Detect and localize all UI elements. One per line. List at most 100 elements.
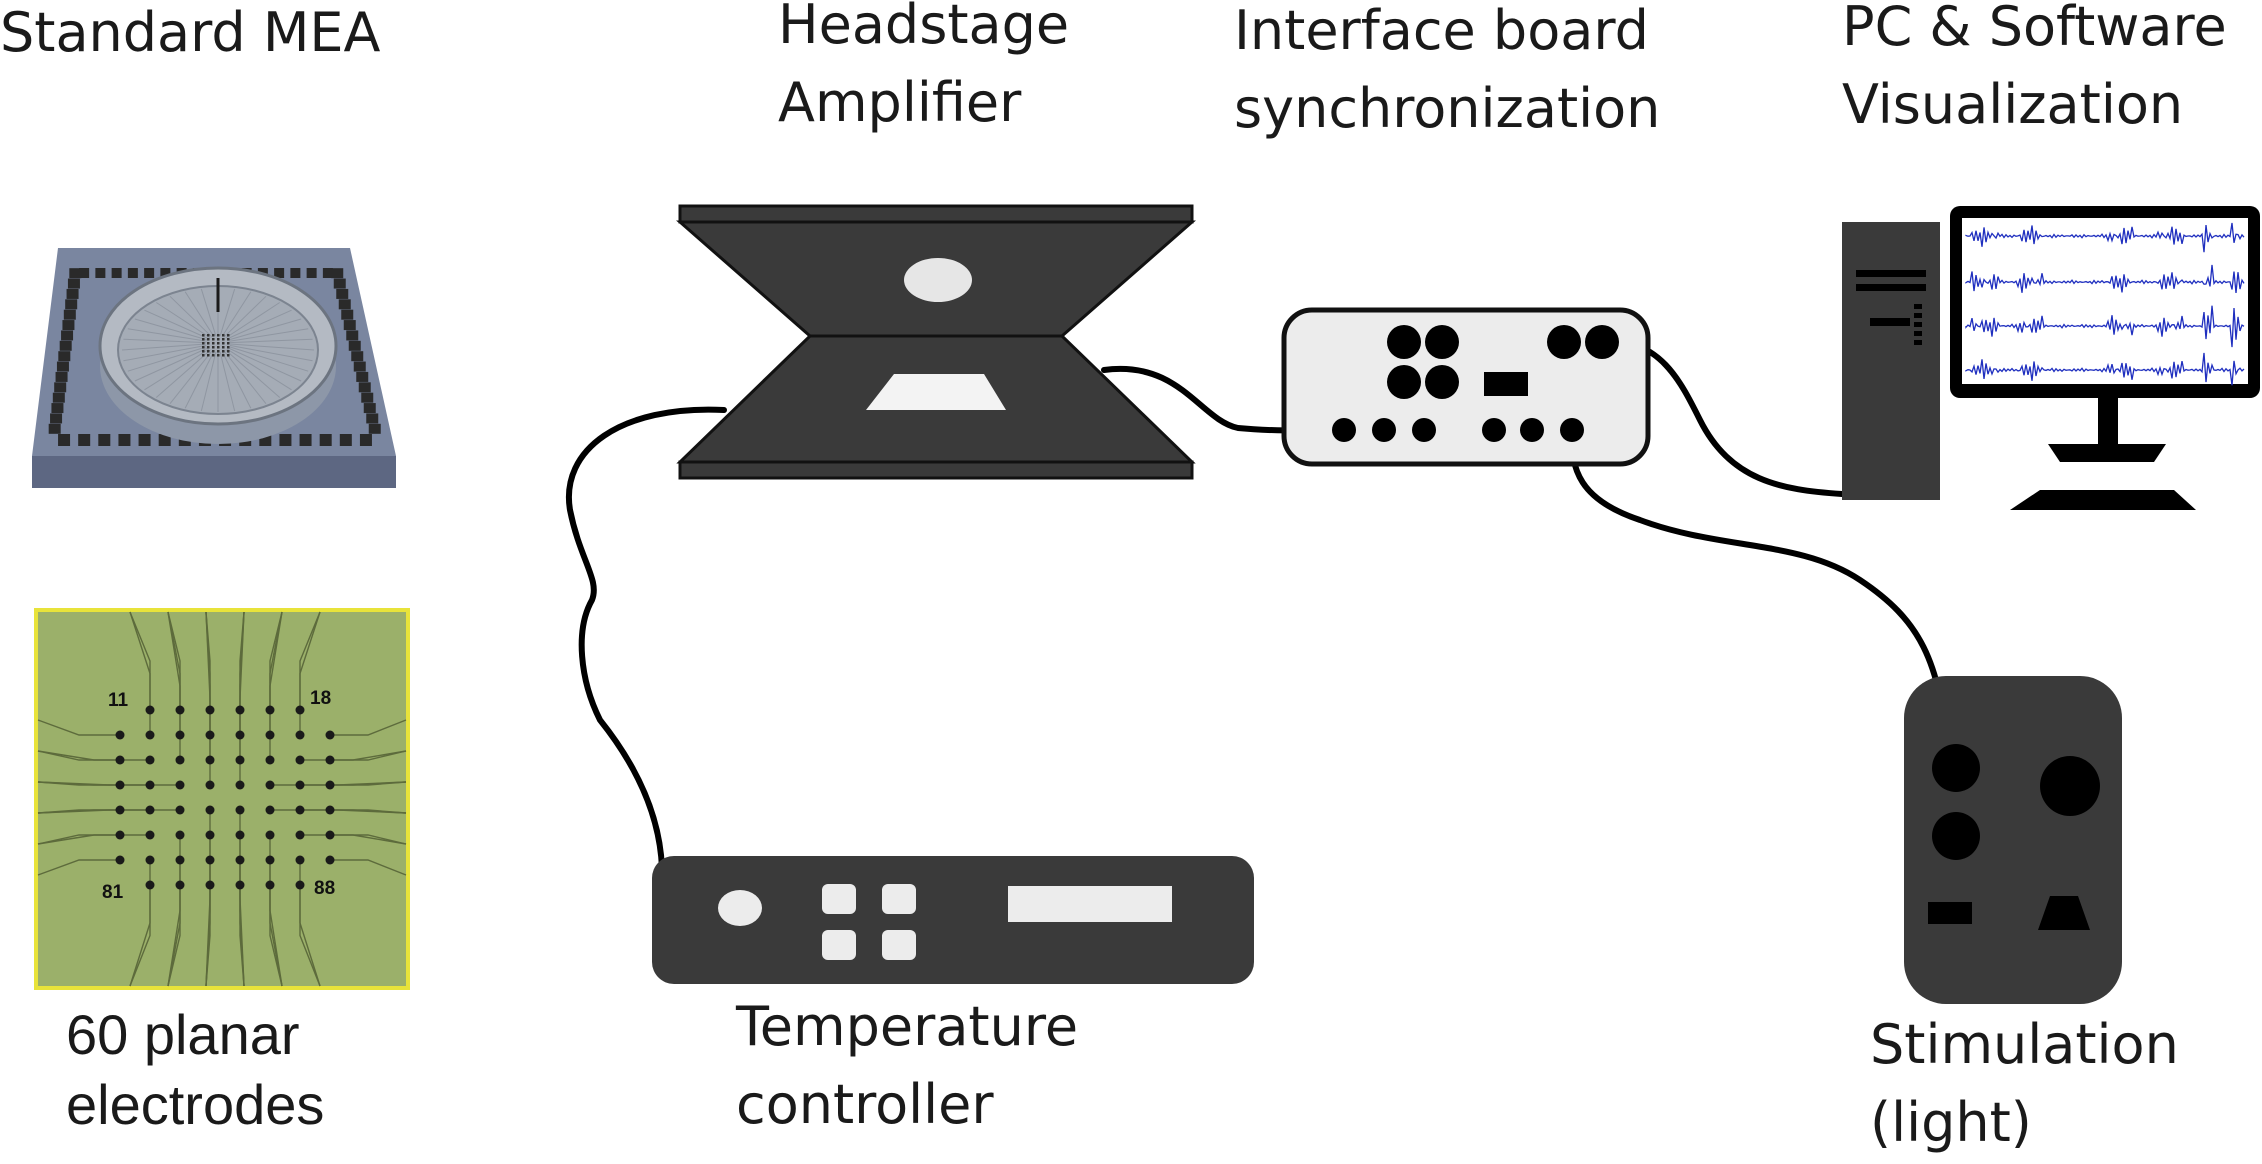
electrode: [145, 730, 155, 740]
mea-micro-electrode: [212, 350, 215, 353]
mea-contact-pad: [69, 268, 82, 279]
electrode-trace: [129, 885, 151, 987]
electrode-trace: [37, 834, 150, 845]
mea-micro-electrode: [207, 338, 210, 341]
interface-port: [1520, 418, 1544, 442]
electrode: [235, 805, 245, 815]
mea-radial-trace: [144, 309, 210, 340]
interface-port: [1372, 418, 1396, 442]
electrode: [205, 755, 215, 765]
mea-micro-electrode: [222, 350, 225, 353]
pc-tower: [1842, 222, 1940, 500]
mea-contact-pad: [343, 320, 356, 331]
interface-connector: [1585, 325, 1619, 359]
mea-contact-pad: [55, 371, 68, 382]
interface-display: [1484, 372, 1528, 396]
monitor-waveforms: [1965, 222, 2245, 386]
mea-contact-pad: [158, 434, 171, 446]
electrode: [205, 855, 215, 865]
mea-contact-pad: [67, 278, 80, 289]
stimulation-connector: [1932, 812, 1980, 860]
electrode: [265, 805, 275, 815]
mea-contact-pad: [361, 392, 374, 403]
electrode-trace: [37, 859, 120, 876]
electrode: [175, 855, 185, 865]
electrode-corner-label-81: 81: [102, 882, 124, 903]
mea-contact-pad: [66, 288, 79, 299]
mea-micro-electrode: [217, 350, 220, 353]
electrode-trace: [330, 809, 407, 814]
mea-radial-trace: [226, 348, 292, 391]
temperature-label-line1: Temperature: [736, 995, 1079, 1058]
electrode: [115, 805, 125, 815]
interface-connector: [1387, 365, 1421, 399]
mea-radial-traces: [121, 288, 315, 412]
mea-micro-electrode: [202, 334, 205, 337]
pc-drive-slot: [1856, 284, 1926, 291]
pc-vents: [1914, 304, 1922, 345]
electrode: [205, 830, 215, 840]
electrode: [145, 880, 155, 890]
electrode: [205, 805, 215, 815]
mea-contact-pad: [279, 434, 292, 446]
mea-contact-pad: [306, 268, 317, 278]
electrode-panel-electrodes: [115, 705, 335, 890]
mea-radial-trace: [223, 295, 267, 338]
electrode: [175, 830, 185, 840]
electrode: [205, 880, 215, 890]
pc-drive-slot: [1870, 318, 1910, 326]
pc-label-line2: Visualization: [1842, 73, 2184, 136]
electrode-trace: [205, 885, 211, 987]
electrode: [265, 730, 275, 740]
headstage-amplifier: [676, 204, 1196, 480]
mea-contact-pad: [363, 403, 376, 414]
mea-radial-trace: [229, 338, 313, 344]
temperature-label-line2: controller: [736, 1073, 994, 1136]
electrode: [235, 855, 245, 865]
electrodes-label-line2: electrodes: [66, 1073, 325, 1136]
mea-contact-pad: [331, 268, 344, 279]
mea-radial-trace: [134, 318, 208, 341]
stimulation-label-line2: (light): [1870, 1091, 2032, 1154]
electrode: [325, 855, 335, 865]
mea-contact-pad: [359, 434, 372, 446]
mea-radial-trace: [134, 347, 208, 382]
mea-radial-trace: [229, 346, 309, 372]
electrode: [295, 805, 305, 815]
mea-micro-electrode: [202, 346, 205, 349]
mea-label: Standard MEA: [0, 0, 380, 72]
mea-base-side: [32, 456, 396, 488]
mea-micro-electrode: [227, 334, 230, 337]
mea-radial-trace: [200, 351, 217, 412]
mea-micro-electrode: [222, 334, 225, 337]
pc-label: PC & Software Visualization: [1842, 0, 2227, 144]
mea-micro-electrode: [207, 350, 210, 353]
mea-radial-trace: [155, 349, 211, 398]
mea-chip-illustration: [32, 248, 396, 488]
mea-micro-electrode: [217, 334, 220, 337]
mea-contact-pad: [62, 320, 75, 331]
stimulation-label: Stimulation (light): [1870, 1006, 2179, 1162]
mea-contact-pad: [56, 361, 69, 372]
mea-contact-pad: [48, 423, 61, 434]
electrode: [145, 855, 155, 865]
interface-connector: [1425, 365, 1459, 399]
mea-contact-pad: [338, 299, 351, 310]
electrode-panel: 11 18 81 88: [34, 608, 410, 990]
mea-contact-pad: [52, 392, 65, 403]
electrode-panel-traces: [37, 611, 407, 987]
electrode: [235, 755, 245, 765]
mea-radial-trace: [127, 328, 207, 342]
mea-micro-electrode: [212, 346, 215, 349]
electrode: [265, 880, 275, 890]
mea-radial-trace: [226, 309, 292, 340]
mea-radial-trace: [229, 344, 313, 362]
electrode: [325, 805, 335, 815]
mea-radial-trace: [228, 318, 302, 341]
mea-micro-electrode: [222, 342, 225, 345]
electrode: [295, 855, 305, 865]
mea-micro-electrode: [217, 346, 220, 349]
electrode-trace: [239, 885, 245, 987]
electrode-trace: [37, 781, 180, 786]
